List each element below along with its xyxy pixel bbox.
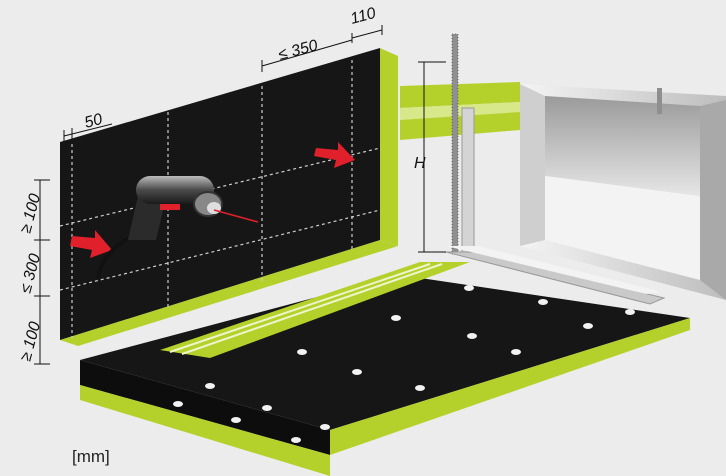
duct-right-side bbox=[700, 100, 726, 300]
dimension-label-50: 50 bbox=[83, 111, 105, 132]
stud-welding-gun bbox=[96, 176, 259, 279]
duct-opening-floor bbox=[545, 176, 700, 280]
wall-grid-lines bbox=[59, 60, 381, 338]
threaded-rod bbox=[657, 88, 662, 114]
wall-board bbox=[60, 48, 380, 340]
pin-direction-arrow bbox=[314, 142, 355, 168]
floor-layer-line bbox=[181, 263, 443, 355]
floor-board-top bbox=[80, 275, 690, 430]
floor-board-left-face bbox=[80, 385, 330, 476]
pin-direction-arrow bbox=[70, 230, 112, 258]
floor-board-right-edge bbox=[330, 318, 690, 455]
dimension-label-max-350: ≤ 350 bbox=[277, 37, 320, 64]
floor-pins bbox=[173, 285, 635, 443]
dimension-lines bbox=[34, 25, 446, 365]
duct-opening bbox=[545, 96, 700, 196]
floor-layer-line bbox=[169, 263, 431, 353]
hanger-bracket bbox=[445, 107, 666, 305]
unit-label: [mm] bbox=[72, 447, 110, 466]
wall-board-bottom-edge bbox=[60, 240, 398, 346]
dimension-label-110: 110 bbox=[349, 5, 378, 28]
threaded-rod bbox=[451, 33, 459, 255]
ceiling-edge-strip bbox=[400, 82, 520, 108]
ceiling-strip-lower bbox=[400, 112, 520, 140]
dimension-label-height: H bbox=[414, 155, 426, 172]
duct-opening-left-wall bbox=[520, 84, 545, 246]
wall-board-edge bbox=[380, 48, 398, 246]
ceiling-strip-lines bbox=[400, 102, 520, 120]
floor-board-front-edge bbox=[80, 360, 330, 455]
